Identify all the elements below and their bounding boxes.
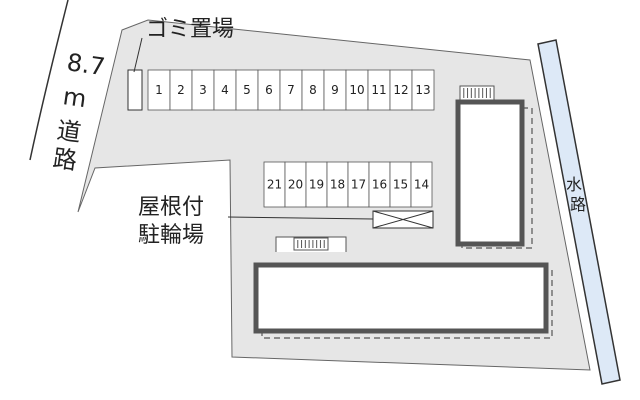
parking-mid-space-number: 14 <box>414 178 429 192</box>
parking-top-space-number: 2 <box>177 83 185 97</box>
parking-top-space-number: 7 <box>287 83 295 97</box>
parking-top-space-number: 13 <box>415 83 430 97</box>
covered-bike-label-1: 屋根付 <box>138 195 204 220</box>
covered-bike-cross <box>372 210 434 229</box>
parking-top-space-number: 10 <box>349 83 364 97</box>
road-width-label: 8.7 <box>65 48 107 81</box>
covered-bike-pointer <box>227 216 374 220</box>
parking-top-space-number: 8 <box>309 83 317 97</box>
parking-top-space-number: 4 <box>221 83 229 97</box>
waterway-label-1: 水 <box>566 175 582 194</box>
waterway-label-2: 路 <box>570 195 586 214</box>
road-boundary-line <box>29 0 69 161</box>
road-unit-label: m <box>61 82 88 113</box>
parking-mid-space-number: 15 <box>393 178 408 192</box>
stairs-bottom-lines <box>297 240 325 248</box>
building-bottom <box>253 262 549 334</box>
parking-mid-space-number: 19 <box>309 178 324 192</box>
garbage-area <box>127 69 143 111</box>
stairs-right <box>459 85 495 101</box>
road-label-2: 路 <box>51 144 79 175</box>
parking-mid-space-number: 18 <box>330 178 345 192</box>
parking-top-space-number: 5 <box>243 83 251 97</box>
road-label-1: 道 <box>55 116 83 147</box>
parking-mid-space-number: 16 <box>372 178 387 192</box>
building-right <box>455 99 525 247</box>
parking-top-space-number: 9 <box>331 83 339 97</box>
parking-mid-space <box>410 161 433 208</box>
parking-mid-space-number: 21 <box>267 178 282 192</box>
parking-top-space <box>411 69 435 111</box>
parking-top-space-number: 11 <box>371 83 386 97</box>
covered-bike-label-2: 駐輪場 <box>138 223 204 248</box>
parking-mid-space-number: 20 <box>288 178 303 192</box>
stairs-bottom <box>293 237 329 251</box>
parking-top-space-number: 1 <box>155 83 163 97</box>
waterway <box>537 39 621 385</box>
garbage-label: ゴミ置場 <box>146 17 234 42</box>
parking-row-middle: 21 20 19 18 17 16 15 14 <box>263 161 433 208</box>
parking-top-space-number: 3 <box>199 83 207 97</box>
parking-top-space-number: 6 <box>265 83 273 97</box>
stairs-right-lines <box>463 88 491 98</box>
garbage-pointer <box>133 37 143 73</box>
parking-top-space-number: 12 <box>393 83 408 97</box>
parking-mid-space-number: 17 <box>351 178 366 192</box>
